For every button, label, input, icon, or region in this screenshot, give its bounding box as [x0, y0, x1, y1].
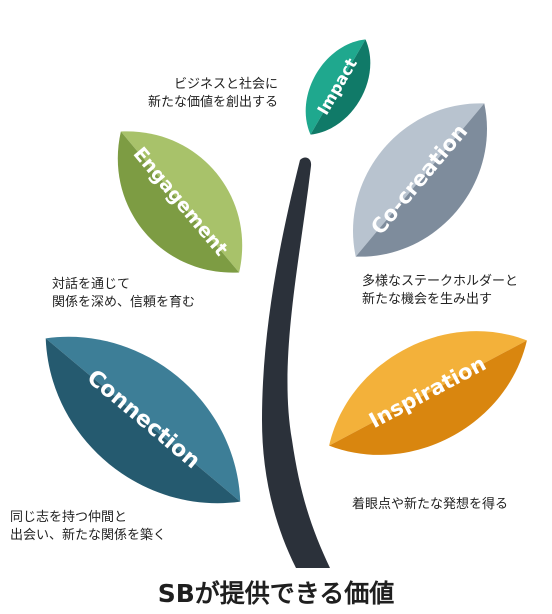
leaf-inspiration-dark-half [329, 340, 527, 455]
leaf-impact-light-half [305, 39, 366, 135]
caption-impact: ビジネスと社会に 新たな価値を創出する [148, 76, 278, 112]
leaf-cocreation-light-half [353, 103, 485, 257]
leaf-impact-dark-half [310, 39, 371, 135]
leaf-engagement: Engagement [117, 131, 243, 273]
leaf-inspiration-light-half [329, 331, 527, 446]
leaf-cocreation-dark-half [355, 103, 487, 257]
leaf-connection-dark-half [45, 338, 241, 504]
caption-impact-line-2: 新たな価値を創出する [148, 95, 279, 110]
caption-engagement-line-2: 関係を深め、信頼を育む [52, 295, 196, 310]
caption-cocreation-line-1: 多様なステークホルダーと [362, 274, 519, 289]
leaf-inspiration: Inspiration [329, 331, 527, 455]
caption-engagement: 対話を通じて 関係を深め、信頼を育む [52, 276, 195, 312]
caption-cocreation-line-2: 新たな機会を生み出す [362, 292, 493, 307]
caption-cocreation: 多様なステークホルダーと 新たな機会を生み出す [362, 273, 518, 309]
leaf-connection: Connection [45, 336, 241, 504]
leaf-engagement-light-half [120, 131, 243, 273]
leaf-engagement-dark-half [117, 131, 240, 273]
caption-impact-line-1: ビジネスと社会に [174, 77, 279, 92]
leaf-connection-light-half [45, 336, 241, 502]
caption-inspiration: 着眼点や新たな発想を得る [352, 496, 508, 514]
leaf-impact: Impact [305, 39, 371, 135]
caption-engagement-line-1: 対話を通じて [52, 277, 131, 292]
diagram-title: SBが提供できる価値 [157, 579, 395, 608]
tree-trunk [262, 157, 330, 569]
caption-connection-line-1: 同じ志を持つ仲間と [10, 510, 128, 525]
caption-connection: 同じ志を持つ仲間と 出会い、新たな関係を築く [10, 509, 166, 545]
caption-inspiration-line-1: 着眼点や新たな発想を得る [352, 497, 509, 512]
caption-connection-line-2: 出会い、新たな関係を築く [10, 528, 167, 543]
